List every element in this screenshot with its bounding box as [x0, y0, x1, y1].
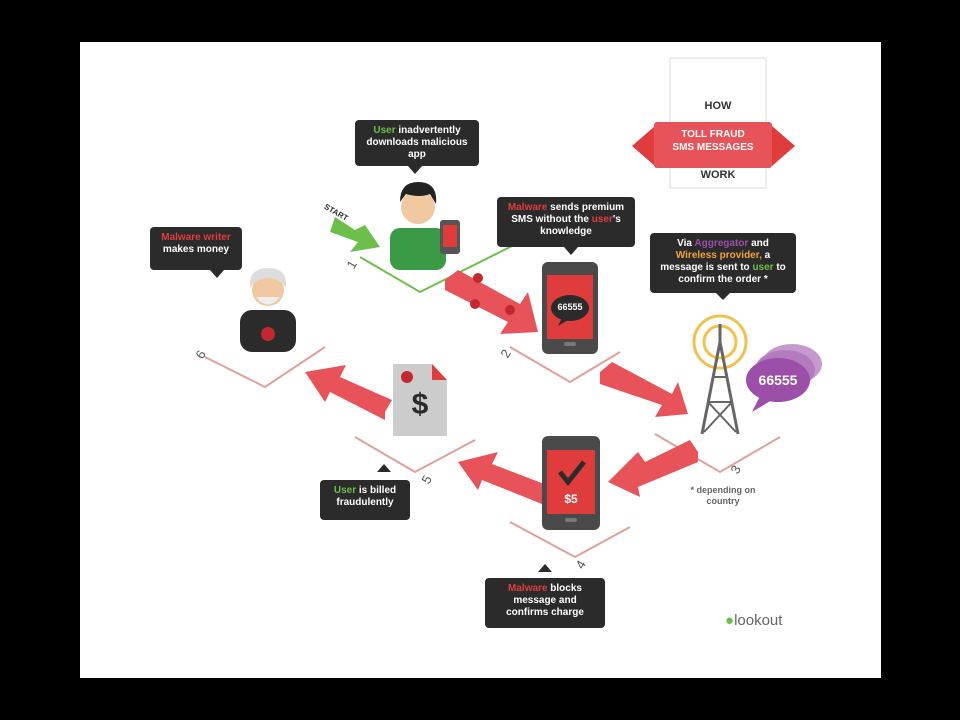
sms-code-phone: 66555: [557, 302, 583, 312]
infographic-canvas: HOW TOLL FRAUD SMS MESSAGES WORK START U…: [80, 42, 881, 678]
platform-6: [204, 346, 326, 389]
bubble-step-1: User inadvertently downloads malicious a…: [355, 120, 479, 166]
bubble-step-5: User is billed fraudulently: [320, 480, 410, 520]
highlight-malware: Malware: [508, 583, 548, 594]
phone-4: [542, 436, 600, 530]
bubble-6-text: makes money: [162, 244, 230, 255]
platform-5: [354, 436, 476, 474]
arrow-5-6: [305, 365, 392, 420]
sms-code-purple: 66555: [758, 372, 798, 388]
bubble-4-text: blocks message and confirms charge: [506, 583, 584, 618]
highlight-user: User: [333, 485, 357, 496]
diagram-graphics: [204, 57, 822, 572]
bubble-step-2: Malware sends premium SMS without the us…: [497, 197, 635, 247]
bubble-3-post: to confirm the order *: [678, 262, 786, 285]
bubble-step-4: Malware blocks message and confirms char…: [485, 578, 605, 628]
brand-logo: ●lookout: [725, 612, 782, 629]
title-ribbon-line1: TOLL FRAUD: [681, 129, 745, 140]
arrow-1-2: [445, 270, 538, 334]
user-figure: [390, 182, 460, 270]
bubble-tail-2: [564, 247, 578, 255]
bubble-3-pre: Via: [677, 238, 695, 249]
start-arrow: [330, 217, 380, 252]
bubble-5-text: is billed fraudulently: [336, 485, 397, 508]
bubble-2-text-end: 's knowledge: [540, 214, 621, 237]
purple-sms-bubbles: [746, 344, 822, 412]
bubble-2-text: sends premium SMS without the: [511, 202, 625, 225]
brand-name: lookout: [734, 612, 783, 629]
malware-writer-figure: [240, 268, 296, 352]
platform-2: [509, 346, 621, 384]
highlight-user: user: [752, 262, 774, 273]
brand-shield-icon: ●: [725, 612, 735, 629]
title-how: HOW: [704, 100, 732, 112]
bubble-3-mid2: a message is sent to: [660, 250, 771, 273]
arrow-4-5: [458, 452, 552, 504]
title-ribbon-line2: SMS MESSAGES: [672, 142, 754, 153]
title-ribbon-left: [632, 126, 655, 166]
phone-2: [542, 262, 598, 354]
highlight-aggregator: Aggregator: [694, 238, 749, 249]
dollar-sign: $: [411, 388, 429, 421]
highlight-wireless-provider: Wireless provider,: [675, 250, 762, 261]
highlight-user: User: [373, 125, 396, 136]
bubble-step-3: Via Aggregator and Wireless provider, a …: [650, 233, 796, 293]
bubble-1-text: inadvertently downloads malicious app: [366, 125, 468, 160]
bubble-tail-4: [538, 564, 552, 572]
bubble-tail-6: [210, 270, 224, 278]
bubble-tail-1: [408, 166, 422, 174]
title-work: WORK: [700, 169, 736, 181]
title-ribbon: [654, 122, 772, 168]
highlight-user: user: [591, 214, 613, 225]
platform-4: [509, 521, 631, 559]
cell-tower: [692, 314, 748, 435]
arrow-2-3: [600, 362, 688, 417]
bubble-step-6: Malware writer makes money: [150, 227, 242, 270]
bill-document: [393, 364, 447, 436]
country-note: * depending on country: [690, 485, 756, 506]
charge-amount: $5: [564, 492, 578, 506]
bubble-tail-3: [716, 293, 730, 300]
highlight-malware: Malware: [507, 202, 548, 213]
bubble-3-mid: and: [748, 238, 769, 249]
platform-1: [359, 241, 521, 294]
malware-spiders: [470, 273, 515, 315]
highlight-malware-writer: Malware writer: [161, 232, 231, 243]
title-ribbon-right: [772, 126, 795, 166]
arrow-3-4: [608, 440, 698, 497]
bubble-tail-5: [377, 464, 391, 472]
